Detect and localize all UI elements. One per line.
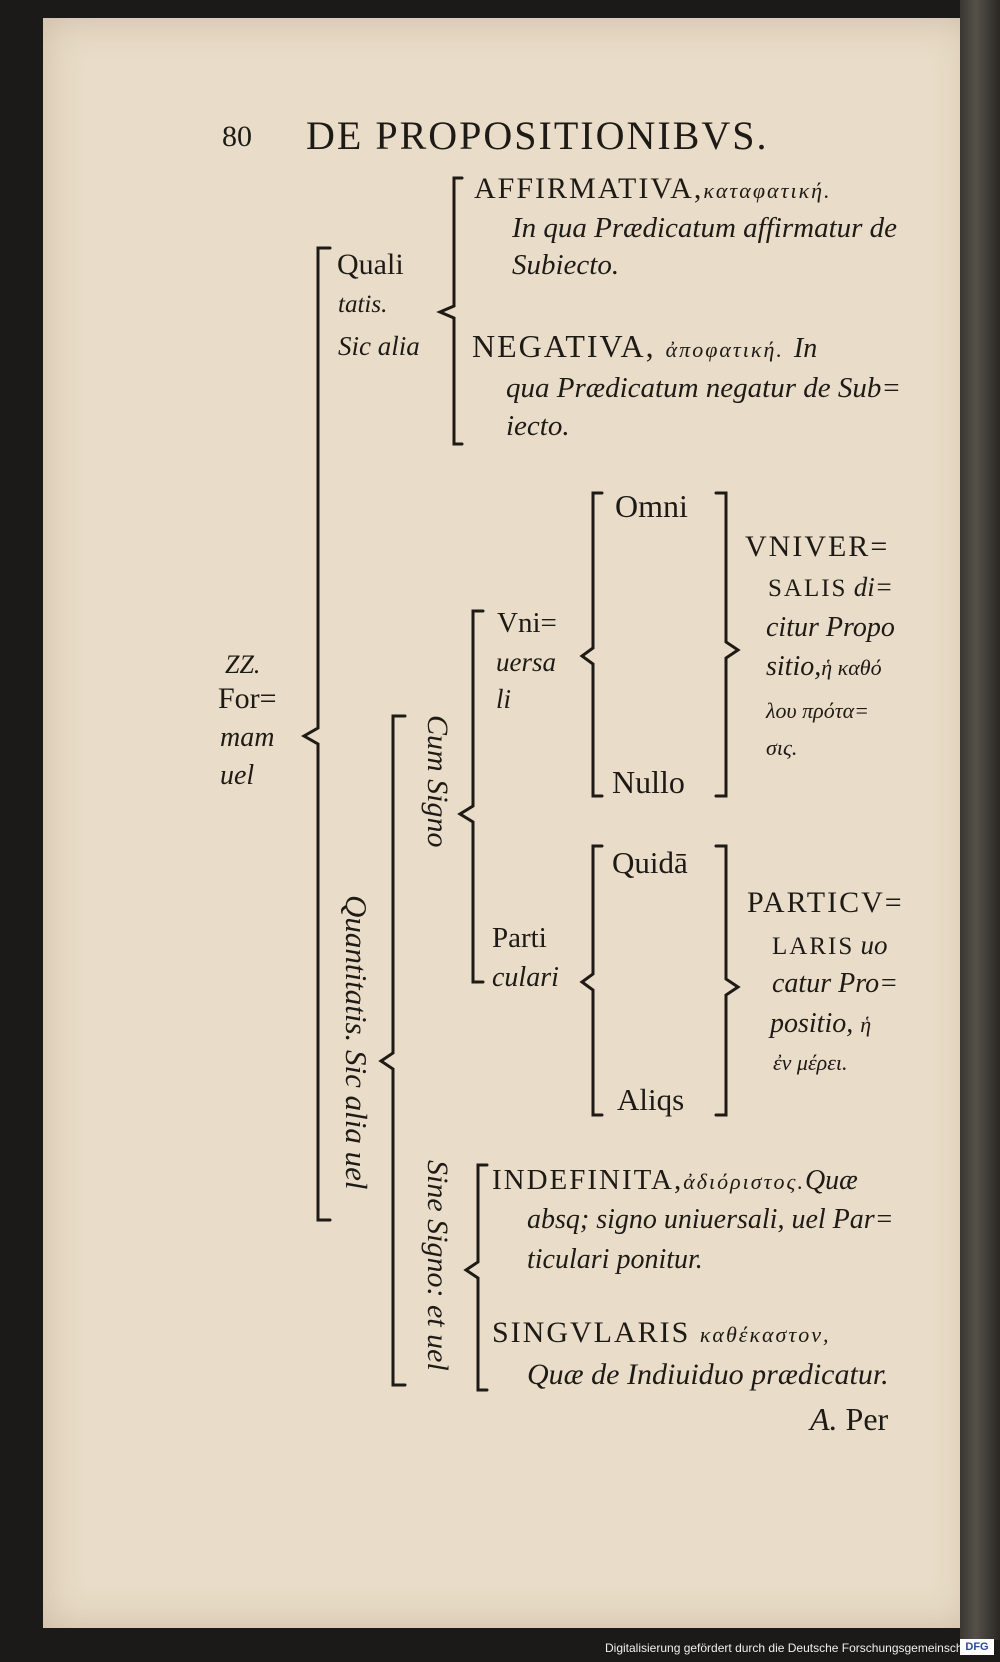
catchword-signature: A.	[810, 1401, 838, 1437]
universalis-def-2a: SALIS	[768, 575, 848, 602]
indefinita-line-2: absq; signo uniuersali, uel Par=	[527, 1204, 894, 1235]
universalis-def-1: VNIVER=	[745, 530, 890, 563]
particularis-def-3: catur Pro=	[772, 968, 898, 999]
root-label-4: uel	[220, 760, 255, 791]
catchword: A. Per	[810, 1403, 888, 1435]
particularis-def-4a: positio,	[770, 1008, 854, 1039]
indefinita-line-3: ticulari ponitur.	[527, 1244, 703, 1275]
qualitatis-label-3: Sic alia	[338, 331, 420, 361]
catchword-word: Per	[845, 1401, 889, 1437]
universalis-def-3: citur Propo	[766, 612, 895, 643]
universali-omni: Omni	[615, 488, 688, 524]
universalis-def-4: sitio,ἡ καθό	[766, 653, 882, 681]
brace-universali-close	[714, 491, 741, 798]
brace-sine-signo	[463, 1163, 489, 1392]
qualitatis-label-2: tatis.	[338, 291, 388, 318]
indefinita-head: INDEFINITA,	[492, 1164, 684, 1196]
particularis-def-2b: uo	[860, 930, 888, 960]
particulari-quidam: Quidā	[612, 845, 688, 880]
brace-universali	[579, 491, 604, 798]
singularis-greek: καθέκαστον,	[699, 1322, 831, 1347]
singularis-line-2: Quæ de Indiuiduo prædicatur.	[527, 1358, 889, 1391]
singularis-heading: SINGVLARIS καθέκαστον,	[492, 1318, 831, 1348]
particularis-def-4: positio, ἡ	[770, 1010, 871, 1038]
negativa-head: NEGATIVA,	[472, 328, 656, 364]
negativa-heading: NEGATIVA, ἀποφατική. In	[472, 330, 817, 363]
brace-formam	[300, 246, 332, 1222]
affirmativa-greek: καταφατική.	[703, 178, 832, 203]
brace-cum-signo	[457, 609, 485, 984]
root-label-2: For=	[218, 682, 277, 715]
root-label-1: ZZ.	[225, 650, 261, 679]
universali-label-1: Vni=	[497, 607, 557, 639]
universalis-def-5: λου πρότα=	[766, 698, 869, 723]
indefinita-heading: INDEFINITA,ἀδιόριστος.Quæ	[492, 1166, 858, 1195]
quantitatis-label: Quantitatis. Sic alia uel	[339, 895, 374, 1190]
particularis-def-1: PARTICV=	[747, 886, 904, 919]
particularis-def-4b: ἡ	[860, 1012, 872, 1037]
universalis-def-6: σις.	[766, 735, 798, 760]
particularis-def-2: LARIS uo	[772, 930, 888, 960]
particularis-def-2a: LARIS	[772, 933, 855, 960]
affirmativa-line-3: Subiecto.	[512, 249, 620, 281]
singularis-head: SINGVLARIS	[492, 1316, 691, 1349]
brace-particulari-close	[714, 844, 741, 1117]
negativa-line-3: iecto.	[506, 410, 570, 442]
affirmativa-line-2: In qua Prædicatum affirmatur de	[512, 212, 898, 244]
brace-qualitatis	[436, 176, 464, 446]
universalis-def-4a: sitio,	[766, 651, 822, 682]
negativa-line-2: qua Prædicatum negatur de Sub=	[506, 372, 901, 404]
brace-particulari	[579, 844, 604, 1117]
particulari-label-1: Parti	[492, 922, 547, 954]
indefinita-tail: Quæ	[804, 1165, 858, 1196]
affirmativa-heading: AFFIRMATIVA,καταφατική.	[474, 174, 832, 204]
digitization-credit: Digitalisierung gefördert durch die Deut…	[605, 1641, 984, 1655]
particulari-aliqs: Aliqs	[617, 1082, 685, 1117]
running-title: DE PROPOSITIONIBVS.	[306, 113, 769, 158]
universali-label-2: uersa	[496, 647, 556, 677]
negativa-greek: ἀποφατική.	[665, 337, 784, 362]
book-spine	[960, 0, 1000, 1640]
particulari-label-2: culari	[492, 962, 559, 993]
qualitatis-label-1: Quali	[337, 248, 404, 281]
dfg-logo: DFG	[960, 1639, 994, 1655]
book-page	[43, 18, 973, 1628]
particularis-def-5: ἐν μέρει.	[773, 1050, 848, 1075]
negativa-head-tail: In	[793, 333, 818, 364]
brace-quantitatis	[378, 714, 407, 1387]
root-label-3: mam	[220, 722, 275, 753]
cum-signo-label: Cum Signo	[421, 715, 454, 848]
universalis-def-2: SALIS di=	[768, 572, 893, 602]
universalis-def-4b: ἡ καθό	[821, 655, 882, 680]
universalis-def-2b: di=	[853, 572, 893, 602]
universali-label-3: li	[496, 684, 512, 714]
page-number: 80	[222, 120, 252, 153]
sine-signo-label: Sine Signo: et uel	[421, 1160, 454, 1371]
affirmativa-head: AFFIRMATIVA,	[474, 172, 704, 205]
universali-nullo: Nullo	[612, 764, 685, 800]
indefinita-greek: ἀδιόριστος.	[683, 1169, 805, 1194]
